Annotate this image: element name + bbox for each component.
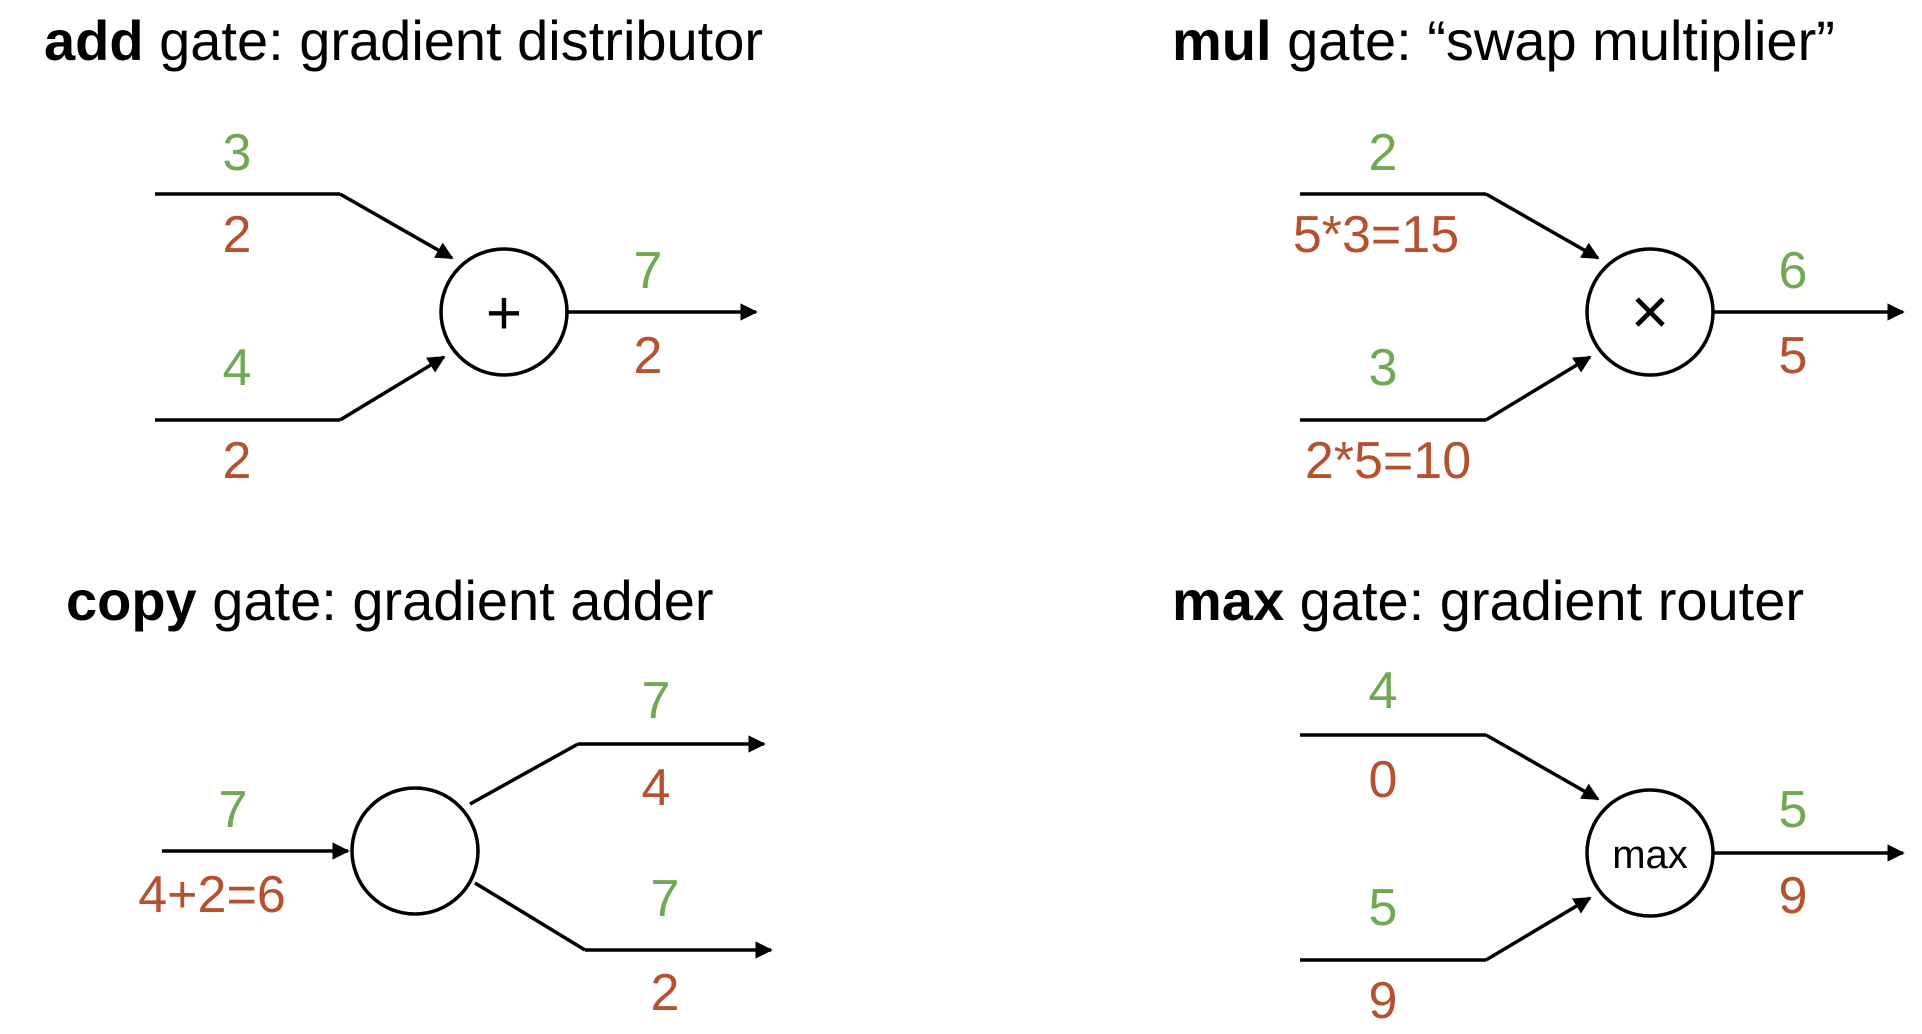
max-gate-title: max gate: gradient router — [1172, 569, 1804, 632]
max-input1-forward: 4 — [1369, 662, 1398, 720]
add-node — [439, 247, 569, 377]
add-gate-title-rest: gate: gradient distributor — [144, 9, 763, 72]
max-input1-gradient: 0 — [1369, 751, 1398, 809]
max-output-forward: 5 — [1779, 781, 1808, 839]
mul-input2-gradient: 2*5=10 — [1305, 432, 1471, 490]
add-output-gradient: 2 — [634, 327, 663, 385]
max-output-gradient: 9 — [1779, 867, 1808, 925]
mul-gate-title: mul gate: “swap multiplier” — [1172, 9, 1835, 72]
copy-output1-forward: 7 — [642, 672, 671, 730]
copy-output2-branch — [474, 881, 586, 952]
copy-output1-branch — [469, 742, 579, 806]
add-gate-panel: add gate: gradient distributor + 3 2 4 2… — [44, 9, 763, 490]
copy-node — [350, 786, 480, 916]
mul-input1-gradient: 5*3=15 — [1293, 206, 1459, 264]
copy-gate-title-rest: gate: gradient adder — [197, 569, 714, 632]
max-node-label: max — [1612, 833, 1688, 877]
plus-icon: + — [486, 279, 522, 348]
mul-input1-arrow — [1485, 192, 1600, 260]
times-icon: × — [1631, 274, 1670, 348]
add-input2-arrow — [339, 355, 446, 422]
add-input1-forward: 3 — [223, 124, 252, 182]
max-input2-gradient: 9 — [1369, 972, 1398, 1030]
copy-output2-gradient: 2 — [651, 964, 680, 1022]
max-input2-forward: 5 — [1369, 879, 1398, 937]
copy-output1-gradient: 4 — [642, 759, 671, 817]
copy-input-gradient: 4+2=6 — [138, 866, 286, 924]
copy-output2-forward: 7 — [651, 870, 680, 928]
copy-input-forward: 7 — [219, 781, 248, 839]
add-input1-arrow — [339, 192, 454, 260]
add-input2-gradient: 2 — [223, 432, 252, 490]
add-output-forward: 7 — [634, 242, 663, 300]
mul-output-forward: 6 — [1779, 242, 1808, 300]
mul-gate-panel: mul gate: “swap multiplier” × 2 5*3=15 3… — [1172, 9, 1905, 490]
max-input2-arrow — [1485, 896, 1592, 962]
max-input1-arrow — [1485, 733, 1600, 801]
copy-gate-title-bold: copy — [66, 569, 197, 632]
mul-output-gradient: 5 — [1779, 327, 1808, 385]
copy-gate-title: copy gate: gradient adder — [66, 569, 714, 632]
mul-gate-title-rest: gate: “swap multiplier” — [1272, 9, 1835, 72]
add-gate-title: add gate: gradient distributor — [44, 9, 763, 72]
add-input2-forward: 4 — [223, 339, 252, 397]
max-node — [1585, 788, 1715, 918]
mul-gate-title-bold: mul — [1172, 9, 1272, 72]
max-gate-title-bold: max — [1172, 569, 1284, 632]
copy-gate-panel: copy gate: gradient adder 7 4+2=6 7 4 7 … — [66, 569, 773, 1022]
add-input1-gradient: 2 — [223, 206, 252, 264]
mul-input2-arrow — [1485, 355, 1592, 422]
mul-input2-forward: 3 — [1369, 339, 1398, 397]
mul-input1-forward: 2 — [1369, 124, 1398, 182]
mul-node — [1585, 247, 1715, 377]
add-gate-title-bold: add — [44, 9, 144, 72]
max-gate-title-rest: gate: gradient router — [1284, 569, 1804, 632]
max-gate-panel: max gate: gradient router max 4 0 5 9 5 … — [1172, 569, 1905, 1030]
